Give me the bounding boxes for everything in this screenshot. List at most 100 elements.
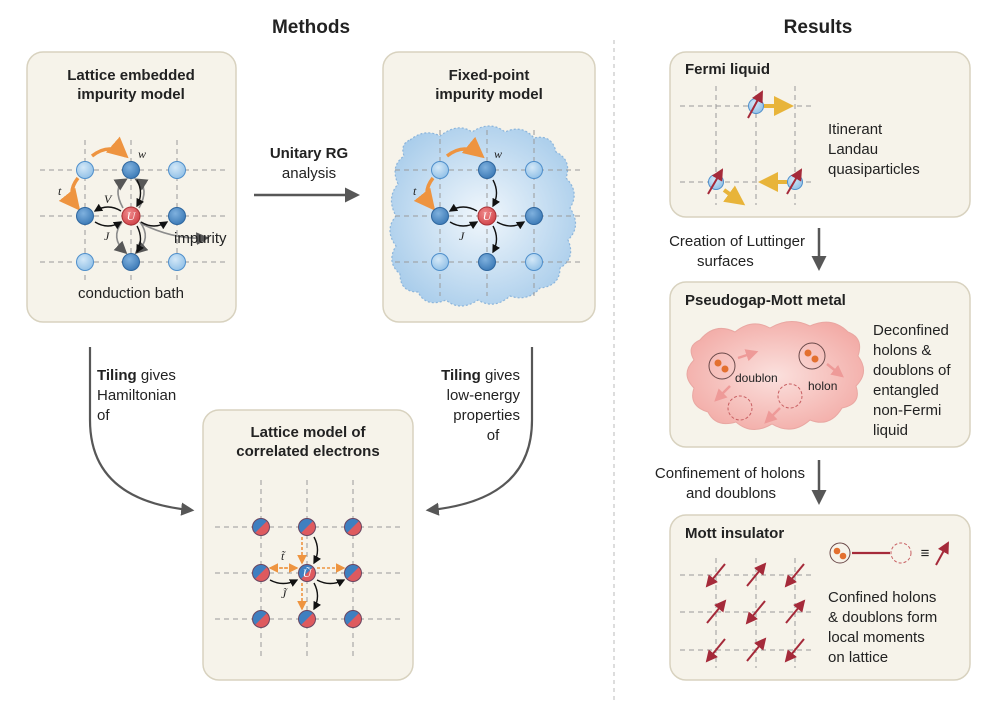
label-t: t	[413, 184, 417, 198]
pseudogap-cloud	[686, 321, 864, 430]
holon-circle	[777, 383, 803, 409]
correlated-site	[344, 610, 362, 628]
creation-line1: Creation of Luttinger	[669, 233, 805, 250]
spin-arrow	[785, 599, 806, 624]
correlated-site	[344, 518, 362, 536]
bath-site	[122, 161, 140, 179]
label-j-tilde: J̃	[281, 587, 288, 601]
correlated-site	[252, 518, 270, 536]
bath-site	[431, 253, 449, 271]
electron-dot	[721, 365, 729, 373]
tiling-left-line1: Tiling gives	[97, 367, 176, 384]
fixed-title-line1: Fixed-point	[449, 67, 530, 84]
pseudogap-desc-line3: doublons of	[873, 362, 951, 379]
hopping-arrow-left	[58, 176, 81, 211]
conduction-bath-label: conduction bath	[78, 285, 184, 302]
spin-exchange-arrows	[93, 179, 169, 254]
spin-arrow	[706, 599, 727, 624]
confinement-line2: and doublons	[686, 485, 776, 502]
lattice-title-line2: correlated electrons	[236, 443, 379, 460]
local-moment-arrows	[705, 562, 806, 663]
fermi-liquid-box: Fermi liquid Itinerant Landau quasiparti…	[669, 51, 971, 218]
impurity-label: impurity	[174, 230, 227, 247]
pseudogap-desc-line6: liquid	[873, 422, 908, 439]
pseudogap-desc-line4: entangled	[873, 382, 939, 399]
correlated-site	[298, 518, 316, 536]
spin-arrow	[745, 600, 766, 625]
equivalence-symbol: ≡	[921, 545, 930, 562]
bath-site	[525, 253, 543, 271]
bath-site	[525, 207, 543, 225]
pseudogap-desc-line1: Deconfined	[873, 322, 949, 339]
bath-site	[168, 161, 186, 179]
electron-dot	[804, 349, 812, 357]
impurity-site	[477, 206, 497, 226]
lattice-hopping-arrows	[268, 537, 346, 611]
electron-dot	[714, 359, 722, 367]
fixed-title-line2: impurity model	[435, 86, 543, 103]
motion-arrows	[714, 349, 844, 424]
methods-header: Methods	[272, 17, 350, 38]
electron-dot	[839, 552, 847, 560]
mott-desc-line4: on lattice	[828, 649, 888, 666]
tiling-left-line2: Hamiltonian	[97, 387, 176, 404]
lattice-title-line1: Lattice model of	[250, 424, 366, 441]
bath-site	[76, 253, 94, 271]
holon-circle	[727, 395, 753, 421]
confinement-line1: Confinement of holons	[655, 465, 805, 482]
tiling-right-line2: low-energy	[447, 387, 521, 404]
mott-desc-line1: Confined holons	[828, 589, 936, 606]
bath-site	[478, 161, 496, 179]
spin-arrow	[705, 563, 726, 588]
correlated-site	[298, 564, 316, 582]
label-j: J	[459, 229, 465, 243]
label-u: U	[127, 209, 137, 223]
spin-arrow	[705, 638, 726, 663]
holon-circle	[890, 542, 912, 564]
label-j: J	[104, 229, 110, 243]
tiling-arrow-left	[88, 347, 195, 516]
spin-arrow	[786, 168, 803, 195]
mott-insulator-box: Mott insulator ≡ Confined holons & doubl…	[669, 514, 971, 681]
lattice-exchange-arrows	[269, 536, 346, 611]
bath-site	[122, 253, 140, 271]
lattice-sites	[252, 518, 362, 628]
embedded-title-line1: Lattice embedded	[67, 67, 195, 84]
tiling-left-line3: of	[97, 407, 110, 424]
tiling-right-line4: of	[487, 427, 500, 444]
lattice-model-box: Lattice model of correlated electrons Ũ …	[202, 409, 414, 681]
spin-arrow	[784, 638, 805, 663]
spin-arrow	[746, 637, 767, 662]
spin-arrow	[707, 168, 724, 195]
urg-label-line2: analysis	[282, 165, 336, 182]
bath-site	[431, 161, 449, 179]
mott-desc-line3: local moments	[828, 629, 925, 646]
doublon-circle	[798, 342, 826, 370]
fermi-desc-line2: Landau	[828, 141, 878, 158]
bath-site	[168, 207, 186, 225]
hopping-arrow-left	[413, 176, 436, 211]
doublon-circle	[829, 542, 851, 564]
label-v: V	[104, 192, 113, 206]
electron-dot	[811, 355, 819, 363]
quasiparticle-velocity-arrow	[722, 185, 746, 206]
spin-arrow	[746, 562, 767, 587]
correlated-site	[252, 564, 270, 582]
label-u-tilde: Ũ	[303, 566, 313, 580]
mott-title: Mott insulator	[685, 525, 784, 542]
electron-dot	[833, 547, 841, 555]
mott-desc-line2: & doublons form	[828, 609, 937, 626]
pseudogap-desc-line5: non-Fermi	[873, 402, 941, 419]
label-u: U	[483, 209, 493, 223]
bath-site	[478, 253, 496, 271]
doublon-label: doublon	[735, 371, 778, 385]
bath-site	[168, 253, 186, 271]
spin-exchange-arrows	[448, 179, 526, 254]
hopping-arrow-top	[445, 136, 485, 159]
embedded-title-line2: impurity model	[77, 86, 185, 103]
label-t: t	[58, 184, 62, 198]
bath-site	[76, 207, 94, 225]
spin-arrow	[747, 90, 763, 119]
correlated-site	[344, 564, 362, 582]
tiling-right-line3: properties	[453, 407, 520, 424]
